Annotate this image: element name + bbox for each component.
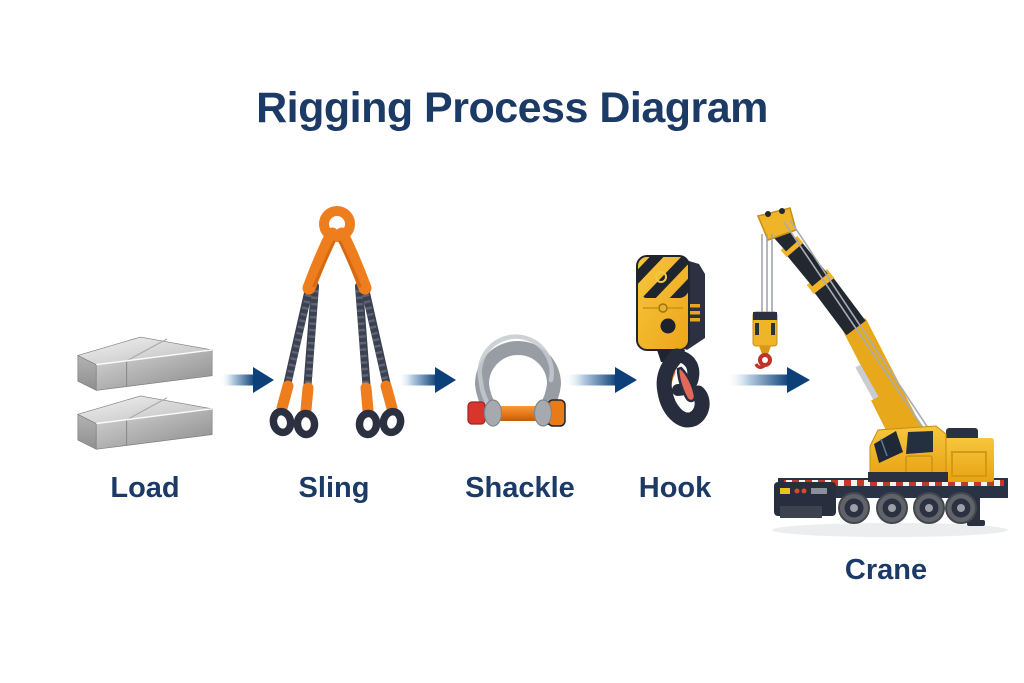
label-shackle: Shackle — [465, 472, 575, 504]
hook-illustration — [627, 252, 719, 444]
crane-illustration — [740, 200, 1020, 540]
shackle-illustration — [462, 318, 574, 438]
label-hook: Hook — [638, 472, 712, 504]
label-sling: Sling — [298, 472, 370, 504]
label-crane: Crane — [844, 554, 928, 586]
flow-arrow-2 — [398, 365, 456, 395]
crane-hook-icon — [636, 255, 710, 428]
load-blocks-icon — [77, 336, 213, 451]
flow-arrow-1 — [220, 365, 274, 395]
bow-shackle-icon — [467, 334, 566, 427]
load-illustration — [76, 335, 214, 455]
page-title: Rigging Process Diagram — [256, 84, 768, 132]
sling-illustration — [266, 200, 408, 448]
mobile-crane-icon — [752, 207, 1008, 537]
flow-arrow-4 — [726, 365, 810, 395]
flow-arrow-3 — [564, 365, 637, 395]
label-load: Load — [110, 472, 180, 504]
four-leg-sling-icon — [269, 206, 405, 439]
